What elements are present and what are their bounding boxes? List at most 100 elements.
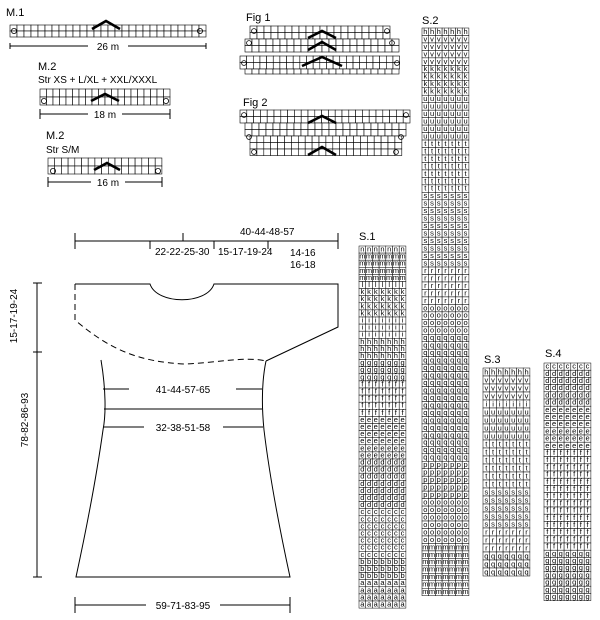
chart-cell-letter: b [360, 557, 364, 566]
chart-cell-letter: f [402, 408, 405, 417]
chart-cell-letter: k [374, 308, 378, 317]
chart-cell-letter: f [375, 408, 378, 417]
chart-cell-letter: k [367, 308, 371, 317]
chart-cell-letter: u [443, 124, 447, 133]
chart-cell-letter: i [402, 330, 404, 339]
grid-cell [360, 148, 368, 156]
chart-cell-letter: k [401, 287, 405, 296]
grid-cell [335, 129, 344, 137]
chart-cell-letter: t [444, 169, 447, 178]
grid-cell [154, 157, 163, 167]
chart-cell-letter: m [386, 259, 392, 268]
grid-cell [286, 122, 295, 130]
chart-cell-letter: e [360, 436, 364, 445]
chart-cell-letter: s [444, 191, 448, 200]
grid-cell [46, 96, 54, 106]
chart-cell-letter: g [545, 592, 549, 601]
chart-cell-letter: c [381, 536, 385, 545]
chart-cell-letter: d [367, 472, 371, 481]
grid-cell [9, 24, 18, 32]
grid-cell [328, 129, 337, 137]
grid-cell [258, 45, 267, 53]
chart-cell-letter: k [394, 301, 398, 310]
grid-cell [44, 30, 53, 38]
top-width-ticks [149, 233, 269, 249]
grid-cell [93, 30, 102, 38]
chart-cell-letter: c [401, 536, 405, 545]
chart-cell-letter: e [360, 415, 364, 424]
grid-cell [272, 68, 281, 75]
grid-cell [300, 45, 309, 53]
grid-cell [65, 96, 73, 106]
chart-cell-letter: d [394, 486, 398, 495]
chart-cell-letter: f [388, 387, 391, 396]
chart-cell-letter: k [387, 294, 391, 303]
grid-cell [128, 30, 137, 38]
chart-cell-letter: e [394, 422, 398, 431]
grid-cell [307, 38, 316, 46]
chart-m1-title: M.1 [6, 7, 24, 19]
grid-cell [135, 30, 144, 38]
grid-cell [304, 135, 313, 143]
chart-cell-letter: e [367, 422, 371, 431]
chart-cell-letter: v [437, 57, 441, 66]
chart-cell-letter: d [380, 486, 384, 495]
grid-cell [297, 142, 306, 150]
grid-cell [297, 148, 306, 156]
chart-cell-letter: d [374, 486, 378, 495]
grid-cell [114, 30, 123, 38]
grid-cell [156, 88, 164, 98]
grid-cell [279, 55, 287, 63]
chart-cell-letter: c [360, 514, 364, 523]
chart-cell-letter: a [367, 578, 372, 587]
chart-cell-letter: k [457, 64, 461, 73]
chart-cell-letter: u [437, 94, 441, 103]
chart-m2-large-label-bg [88, 108, 122, 120]
chart-cell-letter: c [367, 550, 371, 559]
chart-cell-letter: f [368, 394, 371, 403]
chart-s3-title: S.3 [484, 354, 501, 366]
chart-cell-letter: d [394, 472, 398, 481]
grid-cell [260, 116, 268, 124]
chart-cell-letter: d [387, 472, 391, 481]
chart-cell-letter: m [393, 252, 399, 261]
chart-cell-letter: b [394, 557, 398, 566]
chart-cell-letter: t [465, 154, 468, 163]
chart-cell-letter: a [400, 592, 405, 601]
grid-cell [341, 116, 350, 124]
grid-cell [362, 109, 370, 117]
grid-cell [30, 30, 39, 38]
grid-cell [346, 62, 354, 70]
grid-cell [307, 109, 316, 117]
grid-cell [46, 88, 54, 98]
grid-cell [141, 157, 149, 167]
grid-cell [258, 68, 267, 75]
waist-width-label: 32-38-51-58 [156, 423, 211, 434]
chart-cell-letter: v [423, 57, 427, 66]
yoke-dashed-line [74, 284, 267, 365]
grid-cell [396, 116, 404, 124]
grid-cell [37, 30, 46, 38]
chart-cell-letter: c [381, 543, 385, 552]
grid-cell [352, 62, 360, 70]
chart-cell-letter: v [450, 34, 454, 43]
chart-cell-letter: k [423, 72, 427, 81]
grid-cell [163, 24, 172, 32]
grid-cell [9, 30, 18, 38]
chart-cell-letter: e [367, 429, 371, 438]
part-b-label: 15-17-19-24 [218, 247, 273, 258]
chart-cell-letter: t [438, 146, 441, 155]
chart-m2-large-end-marker [162, 98, 169, 105]
grid-cell [263, 135, 271, 143]
grid-cell [307, 129, 316, 137]
grid-cell [65, 24, 74, 32]
chart-cell-letter: n [360, 245, 364, 254]
chart-cell-letter: a [380, 592, 385, 601]
grid-cell [124, 96, 132, 106]
grid-cell [353, 135, 361, 143]
chart-cell-letter: e [380, 450, 384, 459]
chart-cell-letter: v [430, 42, 434, 51]
grid-cell [130, 96, 138, 106]
grid-cell [52, 96, 60, 106]
